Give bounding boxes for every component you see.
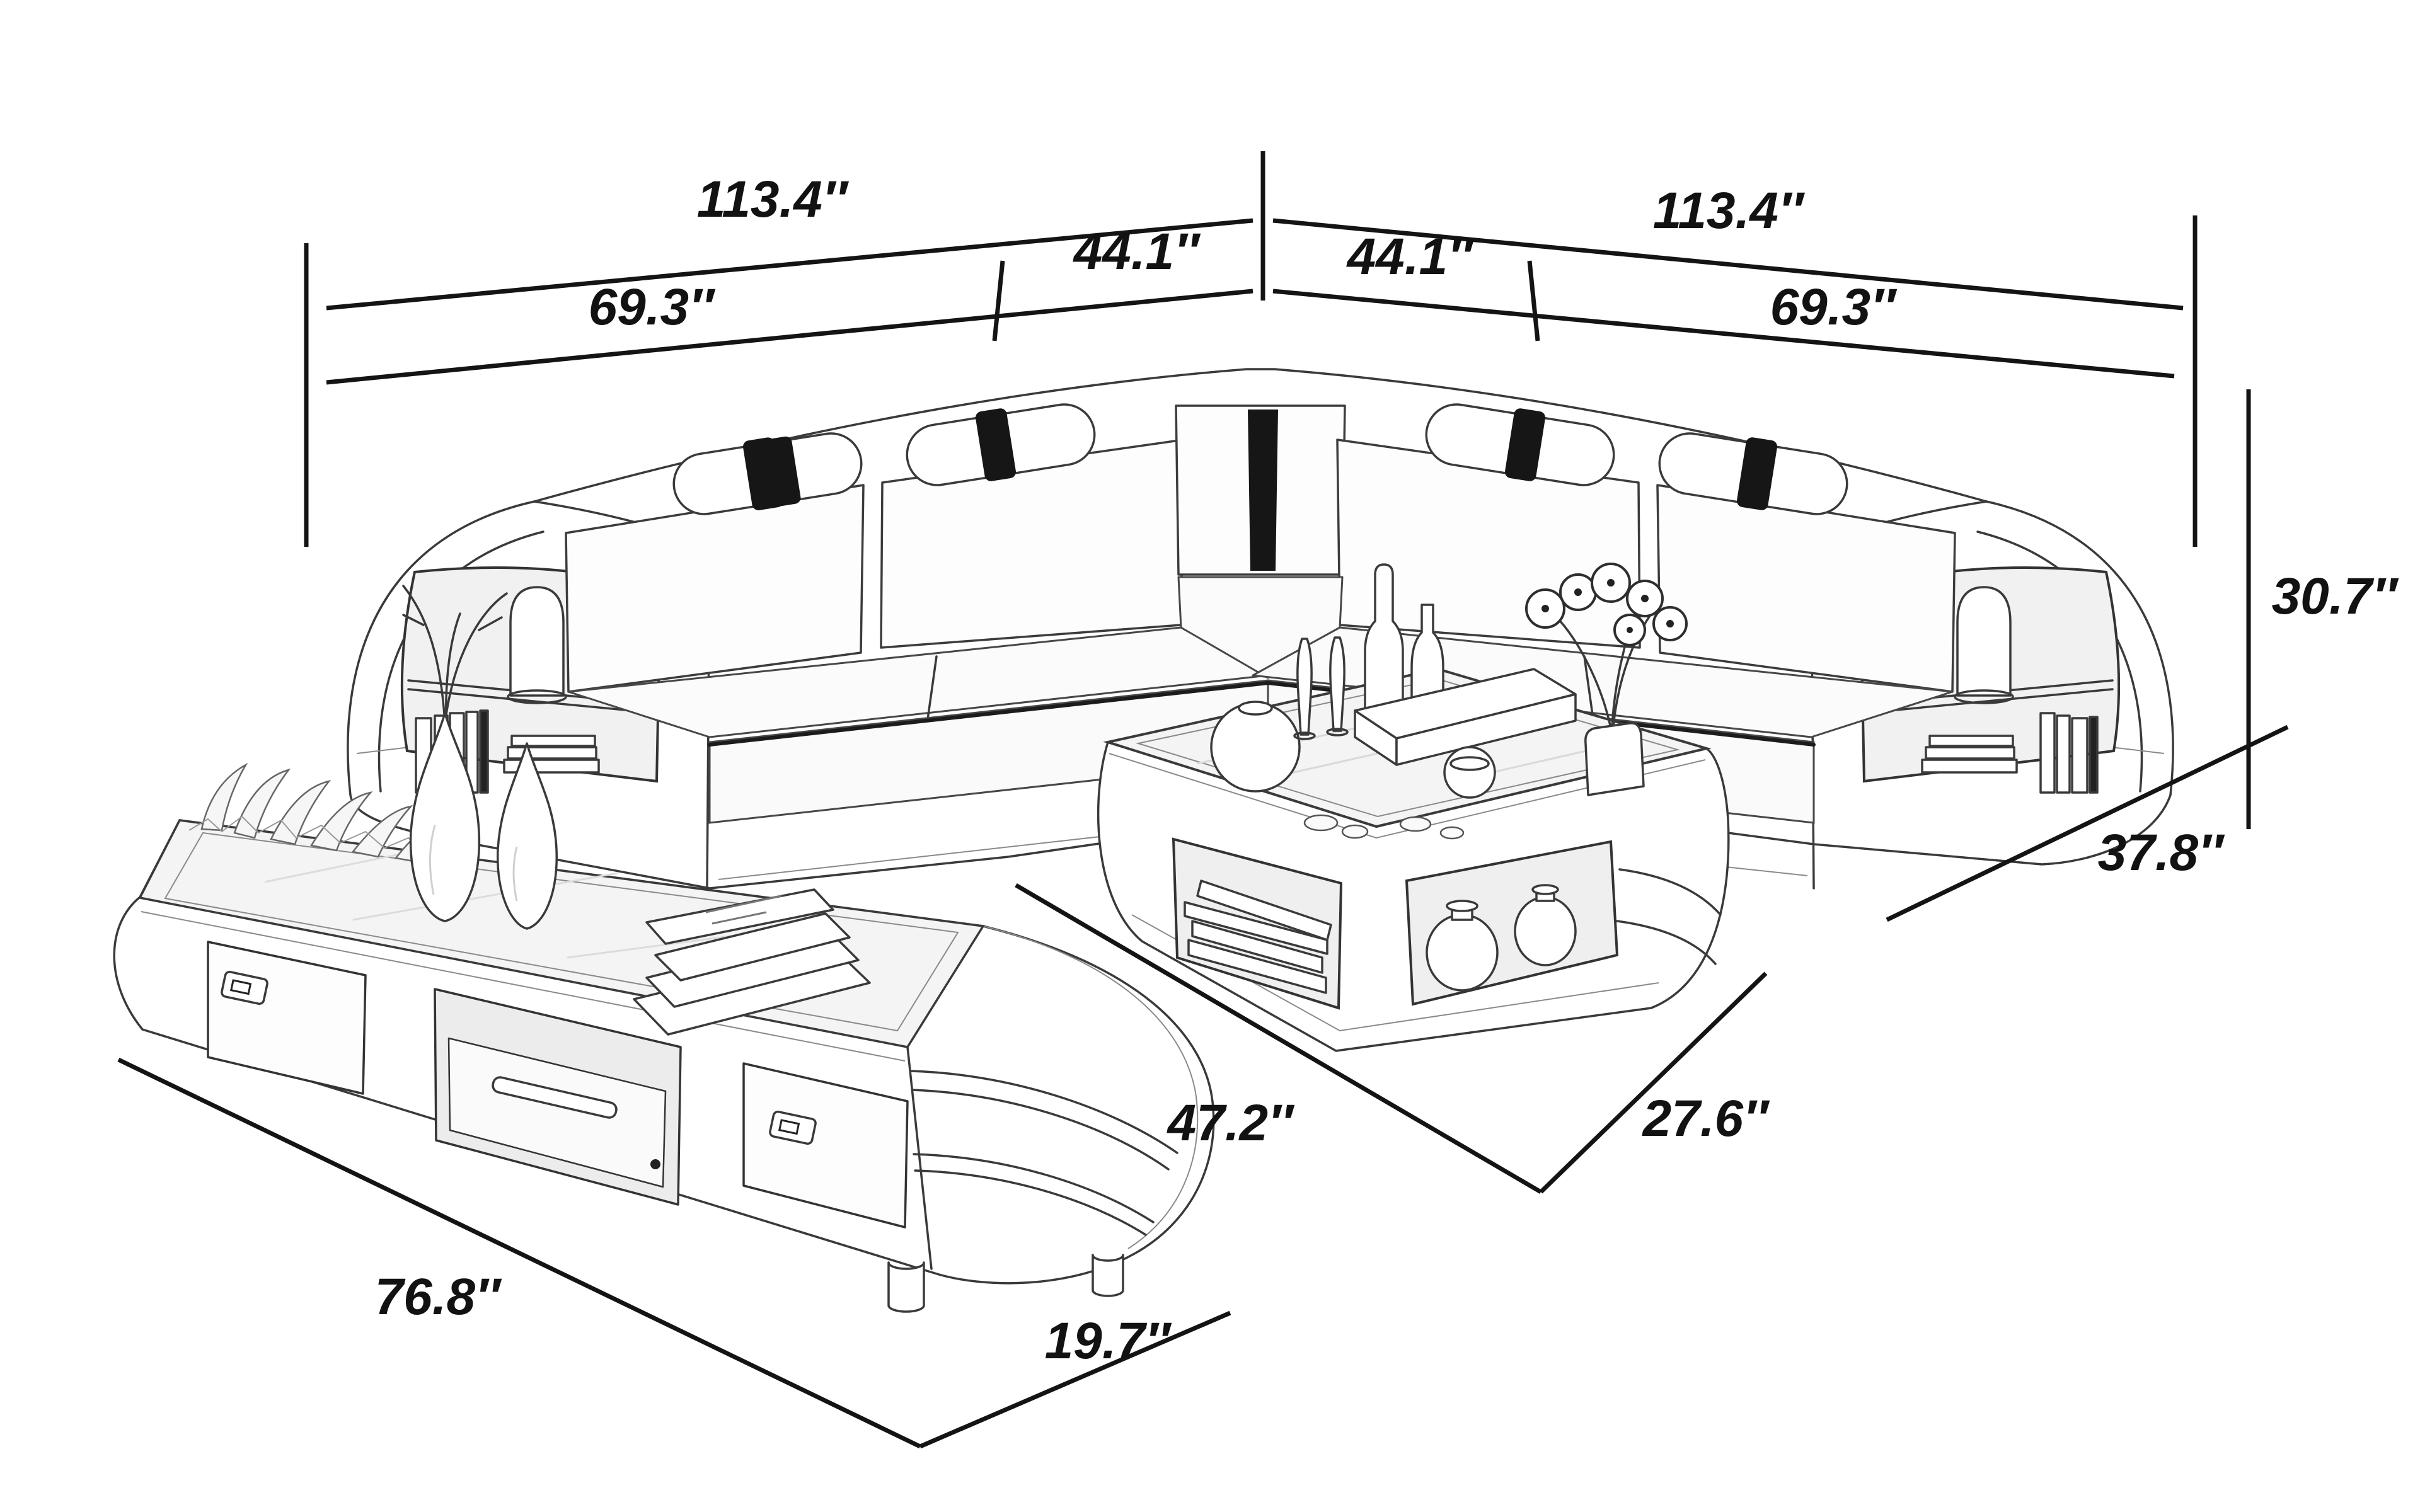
tv-glass-inner <box>164 832 959 1032</box>
label-sofa-left-section: 69.3″ <box>589 278 717 336</box>
wine-bottle <box>1364 563 1404 737</box>
right-arm-lamp <box>1954 586 2014 704</box>
dim-line-tv-length <box>117 1057 921 1449</box>
pillow-strap <box>1736 437 1778 510</box>
label-sofa-left-total: 113.4″ <box>697 171 850 228</box>
dim-line-depth <box>1886 724 2289 922</box>
teardrop-vase-1 <box>409 712 481 922</box>
tv-keyhole <box>650 1159 660 1169</box>
dim-line-left-total <box>326 218 1253 311</box>
plant-edge-scribble <box>188 815 446 854</box>
book-cover-detail <box>705 895 782 925</box>
tv-top-rim <box>141 911 906 1062</box>
flower-vase <box>1584 722 1645 796</box>
branches <box>402 585 508 726</box>
tv-books-stack <box>633 888 871 1036</box>
tv-niche-drawer <box>447 1037 667 1188</box>
champagne-flute <box>1329 636 1345 732</box>
tv-drawer-handle-right <box>769 1110 817 1145</box>
coffee-table <box>1097 563 1730 1052</box>
label-tv-depth: 19.7″ <box>1045 1312 1173 1370</box>
back-cushions <box>565 404 1956 693</box>
bowl <box>1443 746 1496 799</box>
plant-foliage <box>200 762 447 863</box>
tv-stand <box>113 585 1215 1313</box>
label-sofa-right-corner: 44.1″ <box>1346 228 1475 285</box>
headrest-pillows <box>672 403 1848 515</box>
sectional-sofa <box>347 368 2174 890</box>
tv-stand-feet <box>887 1254 1124 1313</box>
dim-line-right-total <box>1272 218 2184 311</box>
label-coffee-depth: 27.6″ <box>1642 1090 1771 1147</box>
seat-seam <box>925 655 938 730</box>
champagne-flute <box>1296 638 1313 736</box>
coffee-table-end-shelves <box>1616 868 1722 965</box>
tv-cap-shelf-1 <box>909 1070 1178 1171</box>
dim-line-coffee-depth <box>1539 971 1768 1194</box>
tick-right <box>1527 260 1540 341</box>
dim-line-tv-depth <box>919 1310 1231 1449</box>
label-coffee-length: 47.2″ <box>1167 1094 1296 1152</box>
label-sofa-depth: 37.8″ <box>2098 824 2226 881</box>
corner-cushion-stripe <box>1248 410 1278 571</box>
right-arm-books <box>1921 712 2099 794</box>
tv-cap-inner-edge <box>906 1046 933 1270</box>
label-sofa-left-corner: 44.1″ <box>1073 223 1202 280</box>
tv-drawer-right <box>742 1062 909 1228</box>
tv-drawer-handle-left <box>221 970 268 1005</box>
dimension-labels: 113.4″ 69.3″ 44.1″ 113.4″ 44.1″ 69.3″ 30… <box>375 171 2400 1370</box>
pillow-strap <box>1504 408 1546 481</box>
tv-cap-shelf-2 <box>913 1153 1155 1236</box>
tv-niche-handle <box>492 1076 618 1119</box>
label-sofa-height: 30.7″ <box>2272 568 2400 625</box>
pillow-strap <box>975 408 1017 481</box>
dim-line-left-segments <box>326 289 1253 385</box>
label-sofa-right-section: 69.3″ <box>1770 278 1898 336</box>
coffee-table-decor <box>1210 563 1688 840</box>
left-arm-lamp <box>507 586 567 704</box>
coffee-table-pots <box>1426 884 1577 992</box>
dim-line-right-segments <box>1272 289 2175 379</box>
tick-left <box>992 260 1005 341</box>
dim-line-coffee-length <box>1015 883 1542 1194</box>
dimension-lines <box>117 151 2289 1449</box>
tv-stand-cap-band <box>982 925 1199 1249</box>
pebbles <box>1303 814 1465 840</box>
teardrop-vase-2 <box>497 742 558 930</box>
label-sofa-right-total: 113.4″ <box>1653 182 1806 239</box>
pillow-strap <box>743 437 784 510</box>
coffee-table-books <box>1184 879 1332 994</box>
label-tv-length: 76.8″ <box>375 1268 503 1326</box>
tv-stand-decor <box>188 585 871 1036</box>
vase-highlights <box>429 825 518 902</box>
round-vase <box>1210 702 1301 793</box>
orchid-centers <box>1541 579 1674 633</box>
